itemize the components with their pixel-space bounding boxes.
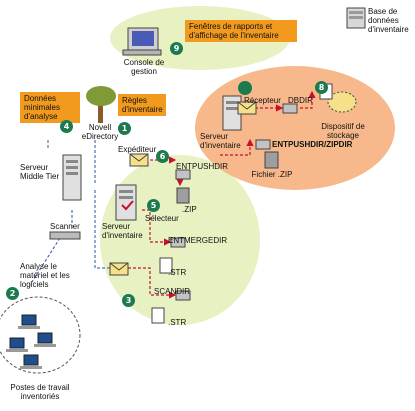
step-4: 4 <box>60 120 73 133</box>
label-mgmt-console: Console de gestion <box>123 58 165 76</box>
step-2: 2 <box>6 287 19 300</box>
label-inventory-server-right: Serveur d'inventaire <box>200 132 241 150</box>
step-8: 8 <box>315 81 328 94</box>
step-5: 5 <box>147 199 160 212</box>
label-scanner: Scanner <box>50 222 80 231</box>
label-storage-device: Dispositif de stockage <box>321 122 365 140</box>
label-novell-edirectory: Novell eDirectory <box>81 123 119 141</box>
label-selector: Sélecteur <box>145 214 179 223</box>
label-inventory-server-center: Serveur d'inventaire <box>102 222 143 240</box>
workstation-icon <box>6 314 56 369</box>
server-icon <box>62 154 82 201</box>
label-sender: Expéditeur <box>118 145 157 154</box>
step-3: 3 <box>122 294 135 307</box>
label-inventory-db: Base de données d'inventaire <box>368 7 409 34</box>
tree-icon <box>86 86 116 123</box>
label-receiver: Récepteur <box>244 96 281 105</box>
label-entmergedir: ENTMERGEDIR <box>168 236 228 245</box>
envelope-icon <box>129 153 149 167</box>
step-1: 1 <box>118 122 131 135</box>
label-inventory-rules: Règles d'inventaire <box>118 94 166 116</box>
envelope-icon <box>237 101 257 115</box>
label-analyze-hw-sw: Analyse le matériel et les logiciels <box>20 262 70 289</box>
label-inventoried-workstations: Postes de travail inventoriés <box>10 383 70 401</box>
connectors <box>29 140 112 286</box>
server-icon <box>222 95 242 131</box>
scanner-icon <box>49 231 81 240</box>
label-zip-ext: .ZIP <box>182 205 197 214</box>
label-zip-file: Fichier .ZIP <box>251 170 293 179</box>
envelope-icon <box>109 262 129 276</box>
label-scandir: SCANDIR <box>154 287 191 296</box>
label-entpushdir-zipdir: ENTPUSHDIR/ZIPDIR <box>272 140 353 149</box>
file-icon <box>151 151 279 324</box>
label-entpushdir: ENTPUSHDIR <box>176 162 229 171</box>
folder-icon <box>170 103 298 301</box>
monitor-icon <box>122 27 162 56</box>
step-9: 9 <box>170 42 183 55</box>
label-middle-tier-server: Serveur Middle Tier <box>20 163 60 181</box>
server-icon <box>115 184 137 221</box>
label-str-ext-2: .STR <box>168 318 187 327</box>
label-str-ext-1: .STR <box>168 268 187 277</box>
label-dbdir: DBDIR <box>288 96 313 105</box>
step-6: 6 <box>156 150 169 163</box>
label-min-scan-data: Données minimales d'analyse <box>20 92 80 123</box>
label-report-windows: Fenêtres de rapports et d'affichage de l… <box>185 20 297 42</box>
database-icon <box>346 7 366 29</box>
